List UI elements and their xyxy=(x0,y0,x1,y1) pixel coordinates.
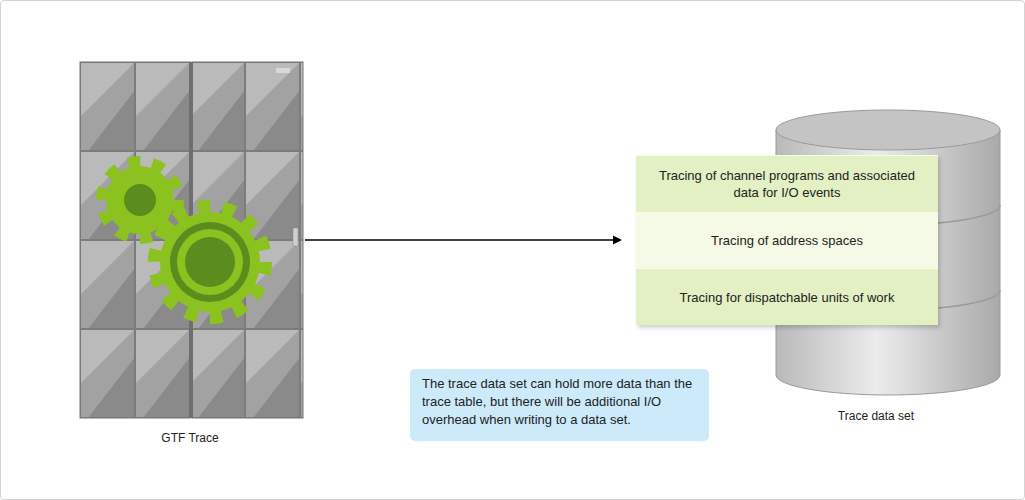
node-text: Tracing of channel programs and associat… xyxy=(636,156,938,212)
small-gear xyxy=(102,162,178,238)
node-text: Tracing for dispatchable units of work xyxy=(636,269,938,325)
node-text: The trace data set can hold more data th… xyxy=(410,369,709,435)
node-text: Trace data set xyxy=(776,408,976,424)
trace-band: Tracing for dispatchable units of work xyxy=(636,268,938,325)
arrow-head xyxy=(613,236,622,245)
node-text: GTF Trace xyxy=(75,430,305,446)
note-box: The trace data set can hold more data th… xyxy=(410,369,709,441)
trace-band: Tracing of address spaces xyxy=(636,212,938,268)
arrow-connector xyxy=(305,236,622,245)
trace-band: Tracing of channel programs and associat… xyxy=(636,155,938,212)
node-text: Tracing of address spaces xyxy=(636,213,938,268)
mainframe-illustration xyxy=(80,62,303,418)
arrow-line xyxy=(305,239,613,241)
mainframe-node: GTF Trace xyxy=(75,58,305,450)
large-gear xyxy=(155,207,265,317)
